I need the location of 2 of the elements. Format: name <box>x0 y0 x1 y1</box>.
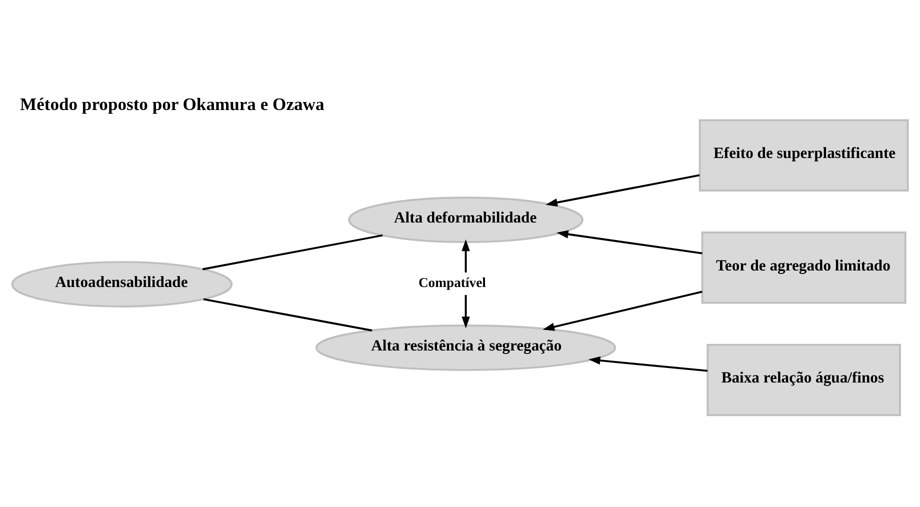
diagram-title: Método proposto por Okamura e Ozawa <box>20 93 324 114</box>
edge-label: Compatível <box>418 274 486 290</box>
